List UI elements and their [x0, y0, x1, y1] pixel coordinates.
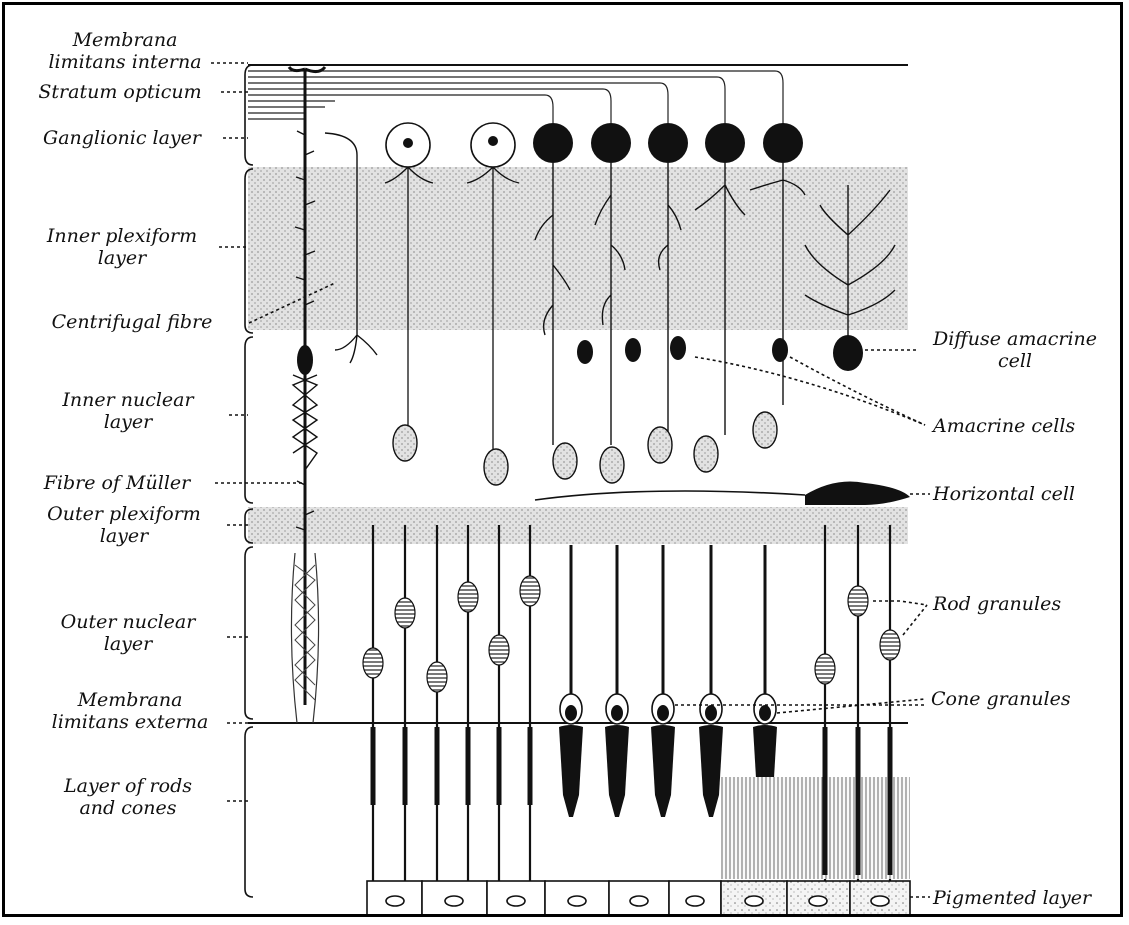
label-fibre-of-muller: Fibre of Müller: [17, 472, 217, 494]
label-membrana-limitans-externa: Membrana limitans externa: [25, 689, 235, 733]
label-pigmented-layer: Pigmented layer: [933, 887, 1091, 909]
label-rod-granules: Rod granules: [933, 593, 1061, 615]
outer-plexiform-band: [248, 507, 908, 544]
rod-granules-shapes: [363, 576, 900, 692]
label-ganglionic-layer: Ganglionic layer: [19, 127, 225, 149]
label-cone-granules: Cone granules: [931, 688, 1071, 710]
horizontal-cell-shape: [535, 482, 910, 506]
stratum-opticum-fibres: [248, 71, 783, 125]
label-diffuse-amacrine-cell: Diffuse amacrine cell: [915, 328, 1115, 372]
label-inner-nuclear-layer: Inner nuclear layer: [25, 389, 231, 433]
cones: [559, 545, 777, 817]
pigmented-layer-cells: [367, 881, 910, 917]
label-outer-nuclear-layer: Outer nuclear layer: [25, 611, 231, 655]
label-membrana-limitans-interna: Membrana limitans interna: [35, 29, 215, 73]
rod-outer-segments: [373, 727, 530, 805]
label-inner-plexiform-layer: Inner plexiform layer: [19, 225, 225, 269]
label-centrifugal-fibre: Centrifugal fibre: [19, 311, 245, 333]
bipolar-cells: [393, 412, 777, 485]
inner-plexiform-band: [248, 167, 908, 330]
label-horizontal-cell: Horizontal cell: [933, 483, 1075, 505]
label-amacrine-cells: Amacrine cells: [933, 415, 1075, 437]
amacrine-cells-shapes: [577, 336, 788, 364]
label-outer-plexiform-layer: Outer plexiform layer: [19, 503, 229, 547]
ganglion-cell-dark: [533, 123, 803, 163]
rod-outer-segment-zone: [721, 777, 910, 879]
muller-fibre: [289, 67, 325, 723]
label-stratum-opticum: Stratum opticum: [17, 81, 223, 103]
label-layer-of-rods-and-cones: Layer of rods and cones: [25, 775, 231, 819]
